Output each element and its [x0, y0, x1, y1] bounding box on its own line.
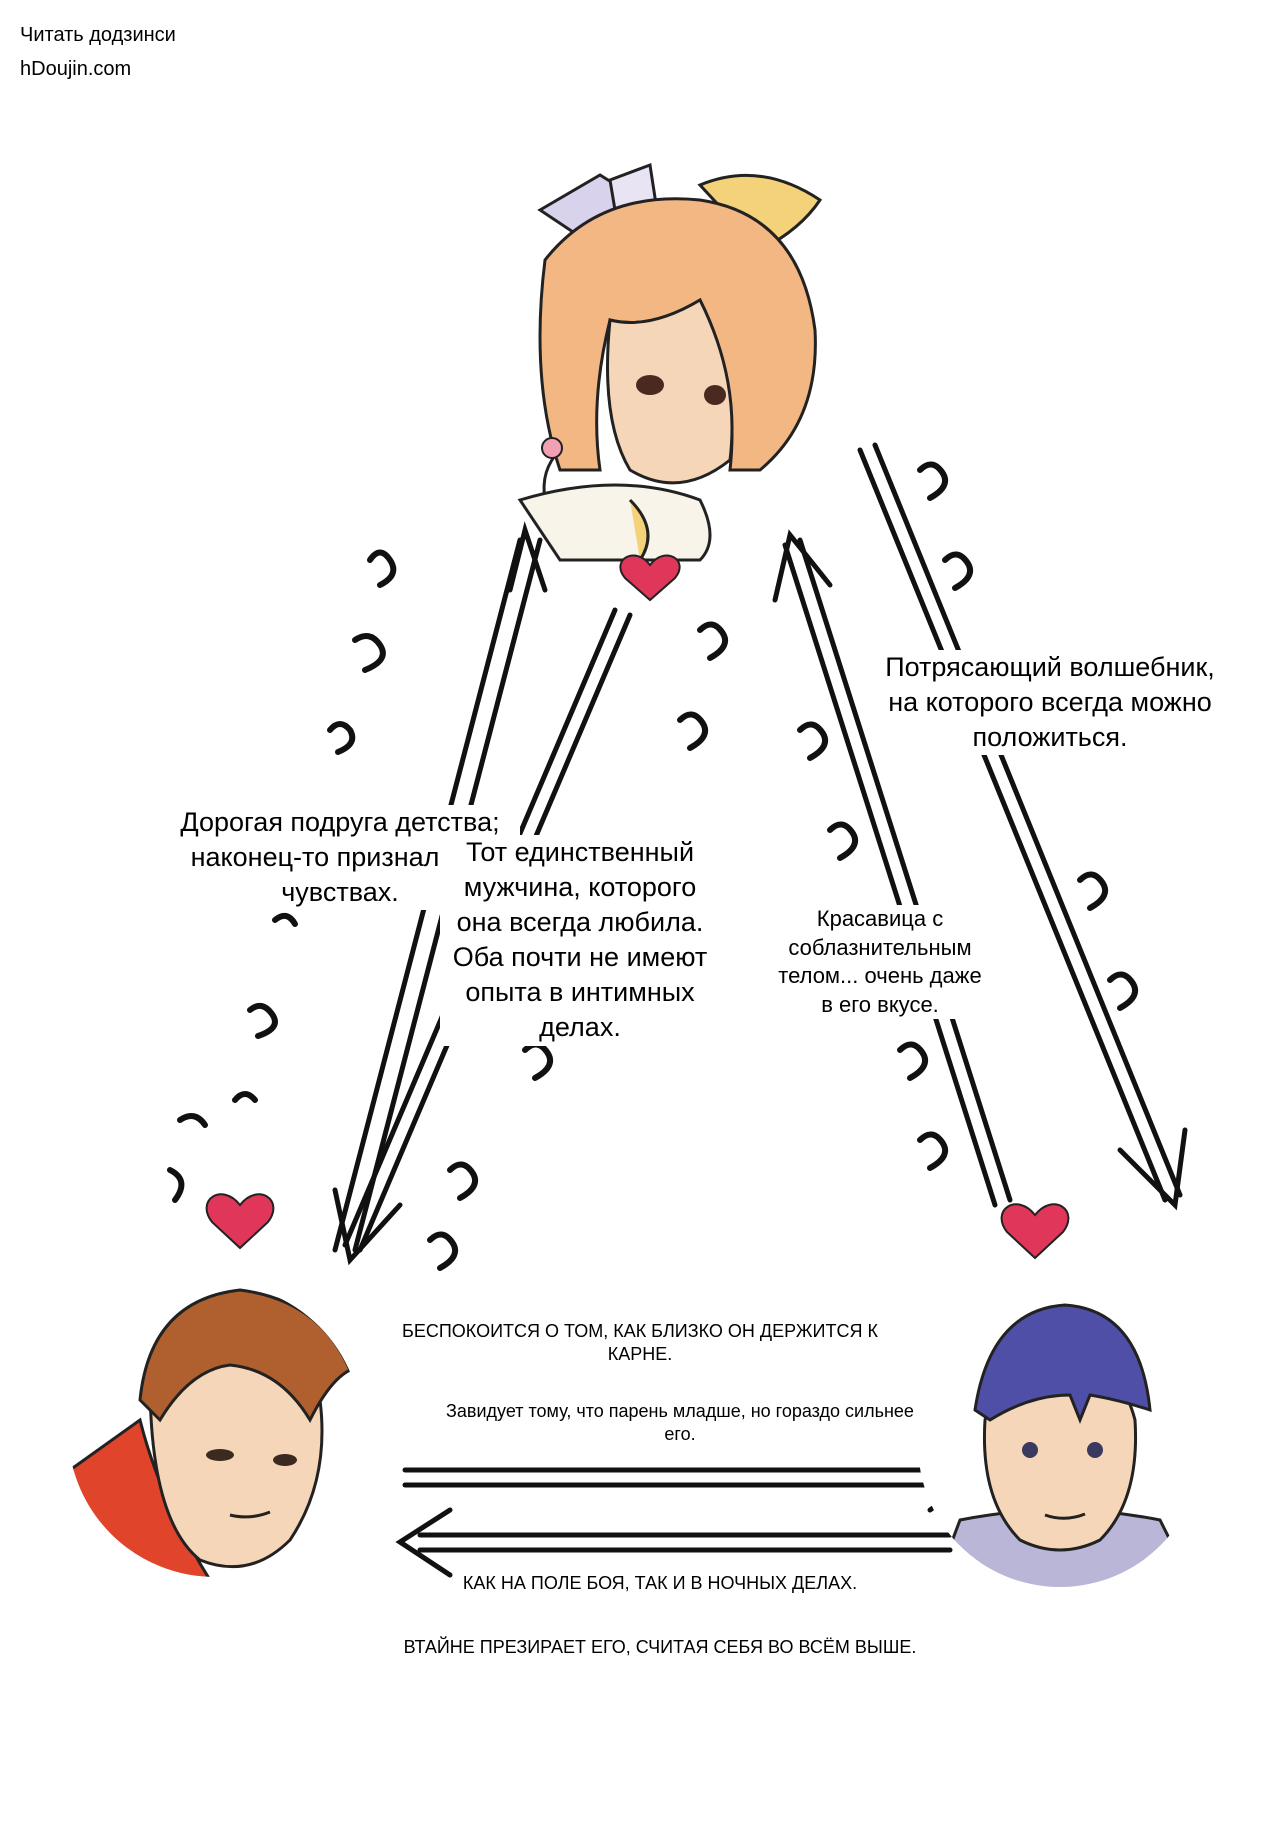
caption-envy: Завидует тому, что парень младше, но гор… [440, 1400, 920, 1447]
heart-icon [205, 1193, 275, 1250]
watermark-site-title: Читать додзинси [20, 24, 176, 46]
caption-childhood-friend: Дорогая подруга детства; наконец-то приз… [160, 805, 520, 911]
caption-field: КАК НА ПОЛЕ БОЯ, ТАК И В НОЧНЫХ ДЕЛАХ. [462, 1573, 858, 1593]
heroine-portrait [517, 162, 823, 562]
heart-icon [1000, 1203, 1070, 1260]
rival-portrait [67, 1282, 363, 1578]
caption-despise: ВТАЙНЕ ПРЕЗИРАЕТ ЕГО, СЧИТАЯ СЕБЯ ВО ВСЁ… [403, 1637, 917, 1657]
caption-special-man: Тот единственный мужчина, которого она в… [440, 835, 720, 1046]
caption-magician: Потрясающий волшебник, на которого всегд… [880, 650, 1220, 756]
caption-beauty: Красавица с соблазнительным телом... оче… [770, 905, 990, 1020]
caption-worried: БЕСПОКОИТСЯ О ТОМ, КАК БЛИЗКО ОН ДЕРЖИТС… [380, 1320, 900, 1367]
watermark-site-url: hDoujin.com [20, 58, 132, 80]
heart-icon [619, 554, 681, 602]
young-man-portrait [918, 1303, 1202, 1587]
